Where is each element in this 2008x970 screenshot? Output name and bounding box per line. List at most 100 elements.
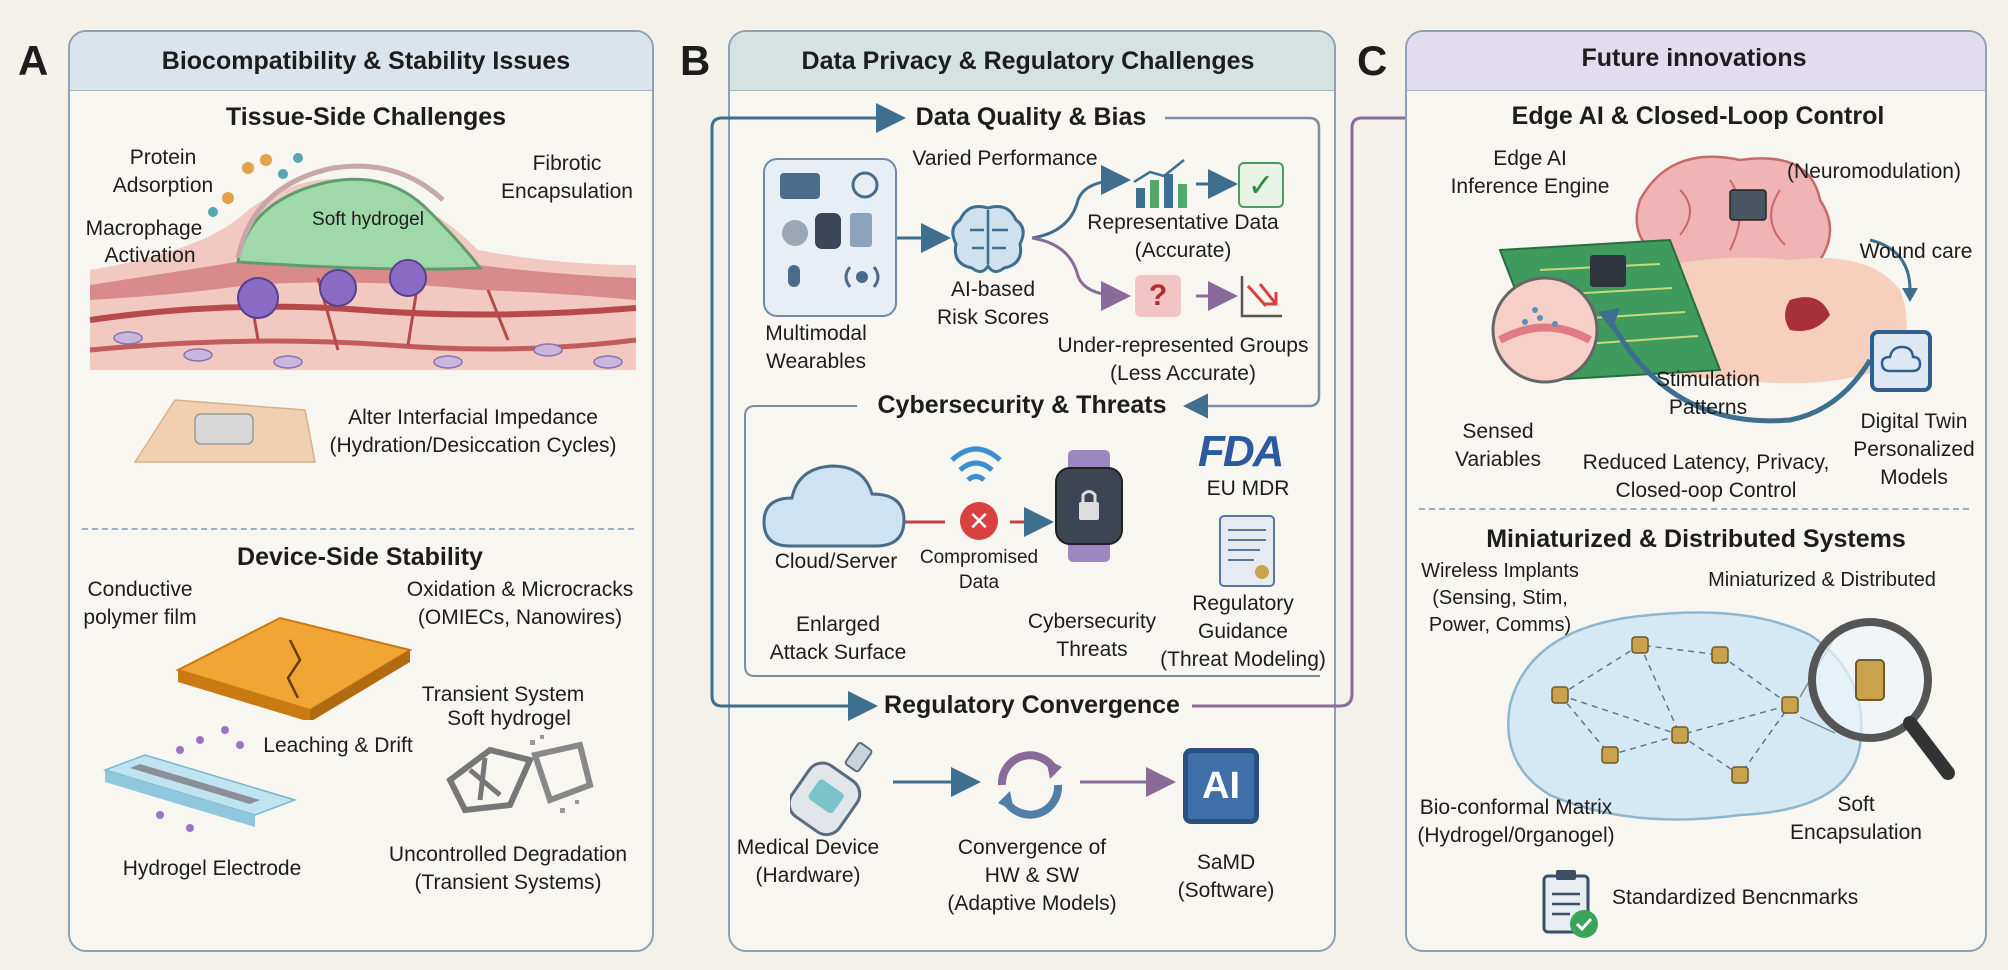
ai-chip-icon: AI — [1183, 748, 1259, 824]
scroll-document-icon — [1219, 515, 1275, 587]
soft-encapsulation-line2: Encapsulation — [1790, 821, 1922, 844]
wireless-line3: Power, Comms) — [1428, 614, 1572, 636]
oxidation-line1: Oxidation & Microcracks — [406, 578, 634, 601]
wireless-line1: Wireless Implants — [1421, 560, 1579, 582]
wearables-line1: Multimodal — [765, 322, 867, 345]
regulatory-guidance-line3: (Threat Modeling) — [1160, 648, 1326, 671]
transient-line1: Transient System — [421, 683, 585, 706]
underrepresented-line2: (Less Accurate) — [1110, 362, 1256, 385]
cloud-server-label: Cloud/Server — [774, 550, 898, 573]
convergence-cycle-icon — [997, 751, 1063, 819]
regulatory-guidance-line1: Regulatory — [1192, 592, 1294, 615]
wireless-line2: (Sensing, Stim, — [1432, 587, 1568, 609]
panel-b-letter: B — [680, 37, 711, 84]
representative-line2: (Accurate) — [1134, 239, 1232, 262]
stimulation-line1: Stimulation — [1656, 368, 1760, 391]
sensed-line1: Sensed — [1462, 420, 1534, 443]
representative-line1: Representative Data — [1087, 211, 1279, 234]
sensed-line2: Variables — [1455, 448, 1541, 471]
ai-chip-label: AI — [1202, 765, 1240, 807]
panel-b-header — [730, 32, 1334, 91]
panel-a-letter: A — [18, 37, 49, 84]
eu-mdr-label: EU MDR — [1206, 477, 1290, 500]
samd-line2: (Software) — [1177, 879, 1275, 902]
digital-twin-line2: Personalized — [1853, 438, 1975, 461]
tissue-heading: Tissue-Side Challenges — [225, 103, 507, 131]
convergence-line1: Convergence of — [957, 836, 1107, 859]
macrophage-cells — [237, 259, 427, 319]
digital-twin-line1: Digital Twin — [1860, 410, 1968, 433]
ai-risk-line2: Risk Scores — [936, 306, 1050, 329]
panel-b-title: Data Privacy & Regulatory Challenges — [801, 47, 1255, 75]
panel-c-letter: C — [1357, 37, 1388, 84]
leaching-label: Leaching & Drift — [263, 734, 413, 757]
cyber-threats-line2: Threats — [1056, 638, 1128, 661]
cyber-threats-line1: Cybersecurity — [1027, 610, 1157, 633]
tissue-illustration — [89, 153, 637, 370]
bar-chart-icon — [1133, 159, 1187, 208]
regulatory-heading: Regulatory Convergence — [884, 691, 1180, 719]
degradation-line2: (Transient Systems) — [414, 871, 602, 894]
polymer-film-illustration — [175, 616, 413, 720]
panel-c-title: Future innovations — [1581, 44, 1807, 72]
medical-device-line2: (Hardware) — [755, 864, 861, 887]
mini-heading: Miniaturized & Distributed Systems — [1486, 525, 1906, 553]
edge-engine-line2: Inference Engine — [1450, 175, 1610, 198]
device-heading: Device-Side Stability — [237, 543, 483, 571]
convergence-line2: HW & SW — [984, 864, 1080, 887]
convergence-line3: (Adaptive Models) — [947, 892, 1117, 915]
transient-line2: Soft hydrogel — [447, 707, 571, 730]
conductive-line2: polymer film — [83, 606, 197, 629]
wearables-icons — [780, 171, 880, 288]
distributed-implants-illustration — [1507, 611, 1955, 821]
fibrotic-line1: Fibrotic — [532, 152, 602, 175]
panel-c-header — [1407, 32, 1985, 91]
hydrogel-dome — [236, 177, 483, 271]
soft-hydrogel-label: Soft hydrogel — [312, 209, 424, 230]
protein-adsorption-line1: Protein — [129, 146, 197, 169]
compromised-line2: Data — [958, 572, 1000, 593]
macrophage-line1: Macrophage — [85, 217, 203, 240]
hydrogel-electrode-illustration — [102, 726, 298, 832]
interface-patch-illustration — [133, 399, 316, 463]
impedance-line1: Alter Interfacial Impedance — [348, 406, 598, 429]
blocked-x-icon: ✕ — [960, 502, 998, 540]
edge-heading: Edge AI & Closed-Loop Control — [1511, 102, 1885, 130]
varied-performance-label: Varied Performance — [912, 147, 1098, 170]
edge-engine-line1: Edge AI — [1493, 147, 1567, 170]
latency-line1: Reduced Latency, Privacy, — [1582, 451, 1830, 474]
neuromodulation-label: (Neuromodulation) — [1787, 160, 1961, 183]
check-icon: ✓ — [1238, 162, 1284, 208]
standardized-label: Standardized Bencnmarks — [1612, 886, 1859, 909]
soft-encapsulation-line1: Soft — [1837, 793, 1875, 816]
cyber-heading: Cybersecurity & Threats — [877, 391, 1167, 419]
enlarged-attack-line1: Enlarged — [795, 613, 881, 636]
medical-device-line1: Medical Device — [736, 836, 880, 859]
protein-adsorption-line2: Adsorption — [112, 174, 214, 197]
fda-logo: FDA — [1198, 427, 1284, 476]
impedance-line2: (Hydration/Desiccation Cycles) — [329, 434, 617, 457]
bio-matrix-line2: (Hydrogel/0rganogel) — [1417, 824, 1615, 847]
mini-distributed-label: Miniaturized & Distributed — [1708, 569, 1936, 591]
data-quality-heading: Data Quality & Bias — [915, 103, 1147, 131]
transient-scaffold-illustration — [446, 735, 594, 814]
panel-a-header — [70, 32, 652, 91]
wifi-icon — [950, 446, 1002, 482]
digital-twin-line3: Models — [1880, 466, 1948, 489]
cloud-icon — [1880, 345, 1922, 373]
macrophage-line2: Activation — [104, 244, 196, 267]
fibrotic-line2: Encapsulation — [501, 180, 633, 203]
clipboard-check-icon — [1542, 870, 1598, 938]
compromised-line1: Compromised — [919, 547, 1039, 568]
conductive-line1: Conductive — [87, 578, 193, 601]
ai-brain-icon — [951, 205, 1025, 273]
regulatory-guidance-line2: Guidance — [1198, 620, 1288, 643]
question-icon: ? — [1135, 275, 1181, 317]
stimulation-line2: Patterns — [1668, 396, 1748, 419]
digital-twin-chip-icon — [1870, 330, 1932, 392]
oxidation-line2: (OMIECs, Nanowires) — [417, 606, 623, 629]
smartwatch-lock-icon — [1055, 450, 1123, 562]
cloud-server-icon — [762, 464, 906, 548]
wound-care-label: Wound care — [1859, 240, 1973, 263]
